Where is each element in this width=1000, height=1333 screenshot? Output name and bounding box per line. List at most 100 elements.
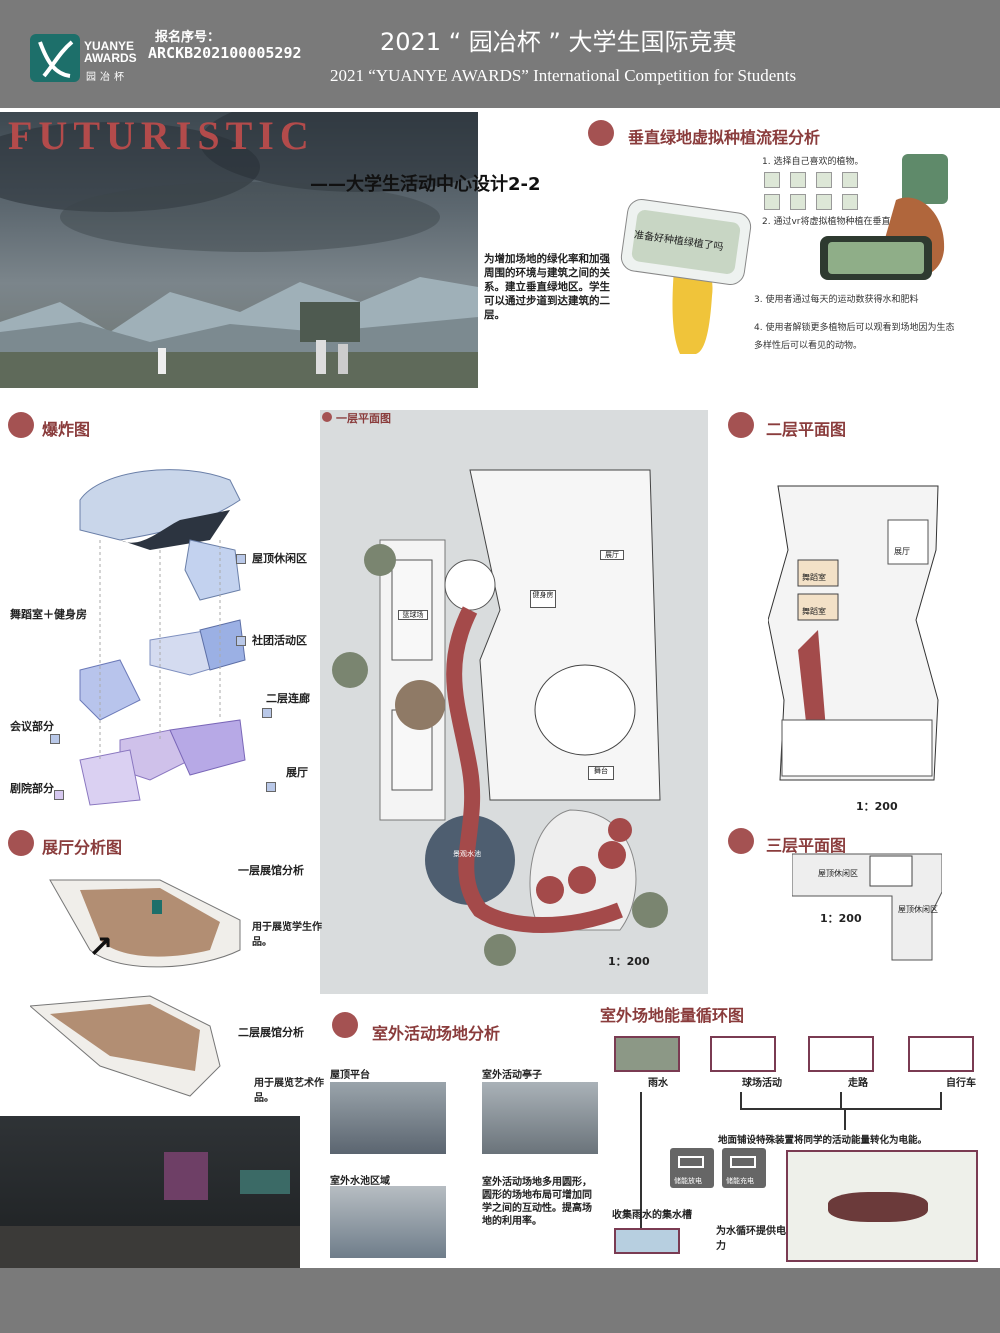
logo-text: YUANYE AWARDS [84,40,137,64]
plant-icon [790,172,806,188]
outdoor-pavilion-label: 室外活动亭子 [482,1070,542,1081]
energy-discharge: 储能放电 [674,1177,702,1185]
section-dot [8,830,34,856]
plan1-room-stage: 舞台 [588,766,614,780]
section-dot [8,412,34,438]
hero-word: FUTURISTIC [8,113,315,158]
energy-tank: 收集雨水的集水槽 [612,1210,692,1221]
battery-charge-icon [722,1148,766,1188]
plan1-room-gym: 健身房 [530,590,556,608]
energy-walk: 走路 [848,1078,868,1089]
explode-label-roof: 屋顶休闲区 [252,552,307,565]
second-floor-plan [768,485,939,781]
vr-step4a: 4. 使用者解锁更多植物后可以观看到场地因为生态 [754,323,955,333]
section-dot [728,828,754,854]
explode-label-dance: 舞蹈室＋健身房 [10,608,87,621]
vertical-green-render [786,1150,978,1262]
plant-icon [816,194,832,210]
reg-label: 报名序号： [155,30,221,45]
rain-icon [614,1036,680,1072]
gallery-first-desc: 用于展览学生作品。 [252,922,322,948]
plant-icon [764,172,780,188]
first-floor-plan: 舞台 篮球场 健身房 展厅 景观水池 [320,410,708,994]
hero-render [0,112,478,388]
vr-step3: 3. 使用者通过每天的运动数获得水和肥料 [754,295,919,305]
legend-square [266,782,276,792]
vr-step1: 1. 选择自己喜欢的植物。 [762,157,864,167]
plant-icon [764,194,780,210]
gallery-floor1-diagram [49,879,241,968]
plan1-room-pool: 景观水池 [453,850,481,858]
explode-label-corridor: 二层连廊 [266,692,310,705]
section-dot [332,1012,358,1038]
explode-label-meeting: 会议部分 [10,720,54,733]
plant-icon [842,194,858,210]
plant-icon [790,194,806,210]
basketball-icon [710,1036,776,1072]
building-silhouette [0,277,478,352]
explode-label-theater: 剧院部分 [10,782,54,795]
third-floor-plan [792,853,942,961]
plan3-room-roof2: 屋顶休闲区 [898,905,938,914]
hand-phone-icon [620,199,752,354]
logo-line2: AWARDS [84,51,137,65]
outdoor-desc: 室外活动场地多用圆形，圆形的场地布局可增加同学之间的互动性。提高场地的利用率。 [482,1177,592,1227]
energy-bike: 自行车 [946,1078,976,1089]
plant-icon [842,172,858,188]
logo-icon [30,34,80,82]
legend-square [236,554,246,564]
energy-title: 室外场地能量循环图 [600,1006,745,1025]
plan3-scale: 1：200 [820,912,862,925]
legend-square [54,790,64,800]
plan1-room-court: 篮球场 [398,610,428,620]
plan1-scale: 1：200 [608,955,650,968]
energy-floor-note: 地面铺设特殊装置将同学的活动能量转化为电能。 [718,1135,928,1146]
title-en: 2021 “YUANYE AWARDS” International Compe… [330,66,797,85]
section-dot-small [322,412,332,422]
plan2-room-hall: 展厅 [894,547,910,556]
hero-subtitle: ——大学生活动中心设计2-2 [310,174,541,195]
vr-step2: 2. 通过vr将虚拟植物种植在垂直绿地里 [762,217,918,227]
outdoor-pool-photo [330,1186,446,1258]
gallery-interior-render [0,1116,300,1268]
energy-court: 球场活动 [742,1078,782,1089]
exploded-diagram [79,469,246,806]
legend-square [50,734,60,744]
plant-icon [816,172,832,188]
gallery-first-label: 一层展馆分析 [238,864,304,877]
plan1-title: 一层平面图 [336,412,391,425]
title-cn: 2021 “ 园冶杯 ” 大学生国际竞赛 [380,28,737,56]
bike-icon [908,1036,974,1072]
explode-title: 爆炸图 [42,420,91,439]
section-dot [728,412,754,438]
water-tank-icon [614,1228,680,1254]
walk-icon [808,1036,874,1072]
hand-phone2-icon [820,154,948,280]
gallery-floor2-diagram [30,995,221,1097]
gallery-second-desc: 用于展览艺术作品。 [254,1078,324,1104]
plan2-scale: 1：200 [856,800,898,813]
outdoor-roof-label: 屋顶平台 [330,1070,370,1081]
section-dot [588,120,614,146]
legend-square [262,708,272,718]
footer-bar [0,1268,1000,1333]
plan1-drawing [332,469,668,966]
energy-cycle: 为水循环提供电力 [716,1226,786,1252]
energy-rain: 雨水 [648,1078,668,1089]
plan1-room-hall: 展厅 [600,550,624,560]
battery-discharge-icon [670,1148,714,1188]
explode-label-club: 社团活动区 [252,634,307,647]
plan3-room-roof1: 屋顶休闲区 [818,869,858,878]
plan2-room-dance2: 舞蹈室 [802,607,826,616]
gallery-title: 展厅分析图 [42,838,123,857]
vr-step4b: 多样性后可以看见的动物。 [754,341,863,351]
hero-description: 为增加场地的绿化率和加强周围的环境与建筑之间的关系。建立垂直绿地区。学生可以通过… [484,253,610,321]
energy-charge: 储能充电 [726,1177,754,1185]
legend-square [236,636,246,646]
arrow-icon: ↗ [88,930,114,965]
reg-number: ARCKB202100005292 [148,44,302,62]
logo-cn: 园冶杯 [86,72,128,83]
plan2-title: 二层平面图 [766,420,847,439]
plan3-title: 三层平面图 [766,836,847,855]
outdoor-pavilion-photo [482,1082,598,1154]
